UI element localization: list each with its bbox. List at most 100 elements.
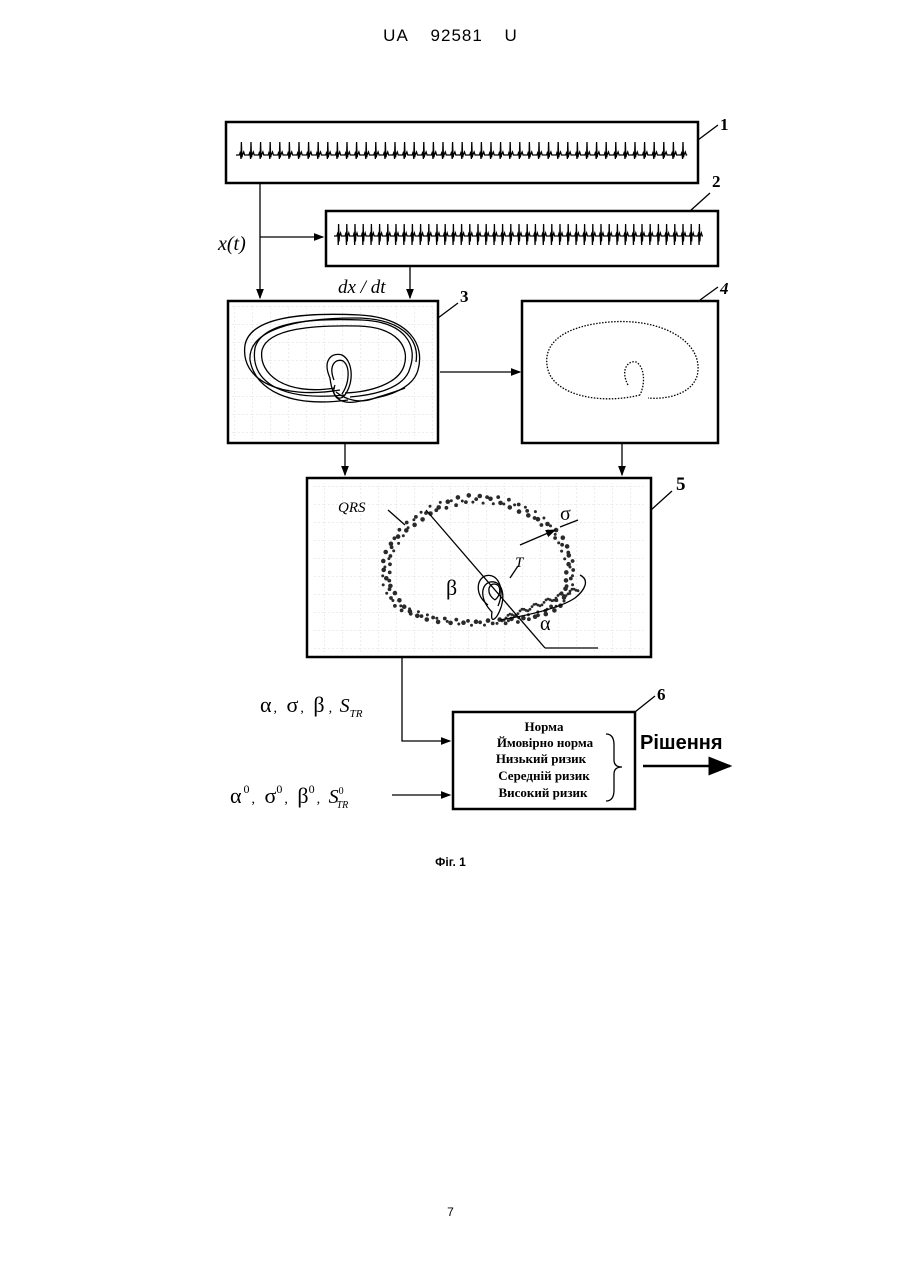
trajectory-dot (461, 500, 464, 503)
trajectory-dot (392, 549, 395, 552)
category-4: Високий ризик (498, 785, 588, 800)
trajectory-dot (396, 534, 401, 539)
trajectory-dot (429, 505, 432, 508)
trajectory-dot (450, 499, 453, 502)
trajectory-dot (402, 604, 407, 609)
block-label-5: 5 (676, 474, 686, 495)
trajectory-dot (486, 618, 491, 623)
signal-dx-label: dx / dt (338, 277, 386, 298)
block-2-derivative: 2 (326, 172, 721, 266)
trajectory-dot (388, 584, 393, 589)
trajectory-dot (526, 513, 531, 518)
trajectory-dot (557, 541, 560, 544)
trajectory-dot (553, 536, 557, 540)
trajectory-dot (431, 616, 435, 620)
trajectory-dot (402, 534, 405, 537)
trajectory-dot (492, 502, 495, 505)
ref-s-sub: TR (337, 800, 349, 811)
trajectory-dot (464, 500, 468, 504)
param-beta: β (313, 692, 324, 717)
trajectory-dot (491, 622, 495, 626)
trajectory-dot (533, 614, 538, 619)
svg-text:α0, σ0, β0,: α0, σ0, β0, S0TR (230, 782, 348, 811)
trajectory-dot (405, 521, 409, 525)
trajectory-dot (436, 505, 441, 510)
reference-parameters: α0, σ0, β0, S0TR (230, 782, 348, 811)
param-s: S (340, 695, 350, 717)
trajectory-dot (443, 617, 447, 621)
label-alpha: α (540, 613, 551, 635)
trajectory-dot (457, 623, 460, 626)
trajectory-dot (436, 620, 441, 625)
trajectory-dot (555, 597, 558, 600)
trajectory-dot (565, 544, 570, 549)
trajectory-dot (563, 557, 566, 560)
decision-label: Рішення (640, 732, 723, 754)
trajectory-dot (517, 503, 521, 507)
trajectory-dot (384, 576, 389, 581)
trajectory-dot (478, 620, 482, 624)
ref-sigma: σ (265, 783, 277, 808)
trajectory-dot (393, 591, 398, 596)
trajectory-dot (412, 518, 415, 521)
trajectory-dot (552, 608, 557, 613)
trajectory-dot (399, 604, 402, 607)
trajectory-dot (567, 553, 572, 558)
trajectory-dot (488, 497, 493, 502)
category-1: Ймовірно норма (497, 735, 594, 750)
trajectory-dot (516, 620, 520, 624)
trajectory-dot (474, 619, 479, 624)
trajectory-dot (482, 502, 485, 505)
trajectory-dot (577, 589, 580, 592)
trajectory-dot (382, 583, 385, 586)
trajectory-dot (496, 495, 500, 499)
trajectory-dot (566, 562, 571, 567)
trajectory-dot (536, 517, 541, 522)
trajectory-dot (467, 493, 472, 498)
trajectory-dot (461, 620, 466, 625)
trajectory-dot (502, 503, 505, 506)
trajectory-dot (553, 599, 556, 602)
trajectory-dot (517, 509, 522, 514)
trajectory-dot (542, 517, 545, 520)
trajectory-dot (381, 559, 386, 564)
trajectory-dot (507, 498, 511, 502)
trajectory-dot (420, 517, 425, 522)
trajectory-dot (389, 596, 393, 600)
label-qrs: QRS (338, 500, 366, 516)
trajectory-dot (470, 624, 473, 627)
param-sigma: σ (287, 692, 299, 717)
trajectory-dot (571, 583, 574, 586)
block-5-analysis: QRS T β α σ 5 (307, 474, 686, 657)
trajectory-dot (397, 598, 402, 603)
trajectory-dot (408, 607, 411, 610)
trajectory-dot (554, 533, 557, 536)
trajectory-dot (504, 622, 508, 626)
trajectory-dot (445, 506, 449, 510)
trajectory-dot (425, 617, 430, 622)
trajectory-dot (478, 494, 483, 499)
trajectory-dot (381, 574, 384, 577)
trajectory-dot (446, 620, 449, 623)
trajectory-dot (397, 542, 400, 545)
trajectory-dot (389, 542, 394, 547)
trajectory-dot (471, 501, 474, 504)
block-6-decision: Норма Ймовірно норма Низький ризик Серед… (453, 685, 666, 809)
trajectory-dot (448, 621, 453, 626)
block-1-ecg: 1 (226, 115, 729, 183)
category-2: Низький ризик (496, 751, 587, 766)
trajectory-dot (543, 601, 546, 604)
trajectory-dot (563, 600, 566, 603)
trajectory-dot (420, 511, 423, 514)
trajectory-dot (435, 617, 438, 620)
trajectory-dot (388, 562, 392, 566)
trajectory-dot (393, 604, 397, 608)
trajectory-dot (420, 614, 424, 618)
trajectory-dot (525, 509, 529, 513)
trajectory-dot (415, 614, 420, 619)
param-alpha: α (260, 692, 272, 717)
trajectory-dot (513, 503, 516, 506)
trajectory-dot (531, 605, 534, 608)
trajectory-dot (439, 501, 442, 504)
trajectory-dot (414, 515, 418, 519)
